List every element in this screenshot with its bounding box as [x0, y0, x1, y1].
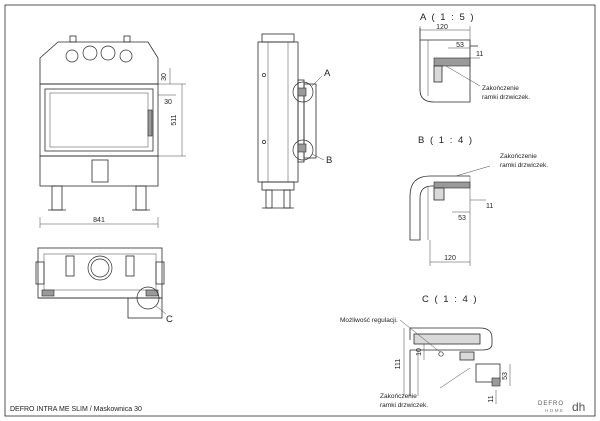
top-slot-right: [125, 255, 135, 277]
side-collar: [261, 33, 295, 43]
top-flue-inner: [90, 258, 110, 278]
front-lug-1: [69, 35, 77, 43]
top-trim-corner: [127, 297, 163, 319]
top-leader-c: [155, 305, 167, 315]
detail-c-trim-box: [475, 363, 501, 383]
front-dim-width: 841: [93, 217, 105, 224]
side-body: [257, 41, 299, 183]
front-base: [39, 155, 159, 187]
detail-a-note-leader: [445, 65, 481, 87]
top-inner: [43, 253, 157, 291]
side-trim: [303, 83, 317, 159]
side-bolt-2: [262, 140, 266, 144]
detail-c-dim-gap: 10: [416, 348, 423, 356]
detail-c-title: C ( 1 : 4 ): [422, 294, 478, 305]
detail-a: A ( 1 : 5 ) 120 53 11 Zakończenie ramki …: [419, 12, 530, 103]
top-side-left: [35, 261, 45, 285]
detail-c-dim-right: 53: [502, 372, 509, 380]
detail-a-title: A ( 1 : 5 ): [420, 12, 475, 23]
detail-c-top-profile: [409, 327, 493, 351]
detail-b-dim-mid: 53: [458, 215, 466, 222]
side-leg-right: [283, 189, 291, 209]
top-outline: [37, 247, 163, 299]
detail-b-dim-small: 11: [486, 203, 493, 210]
detail-a-dim-total: 120: [436, 24, 448, 31]
top-flue-outer: [87, 255, 113, 281]
detail-b-title: B ( 1 : 4 ): [418, 135, 474, 146]
detail-b-dim-total: 120: [444, 255, 456, 262]
sheet-border: [4, 4, 596, 417]
detail-c-note-line1: Zakończenie: [380, 393, 417, 400]
detail-a-profile: [419, 28, 471, 103]
front-dim-side: 30: [164, 99, 172, 106]
front-handle: [147, 109, 153, 137]
side-upper-clip: [297, 87, 307, 97]
side-view: A B: [257, 33, 334, 209]
front-ash-box: [91, 159, 109, 183]
top-side-right: [155, 261, 165, 285]
detail-a-dim-mid: 53: [456, 42, 464, 49]
detail-b-note-line2: ramki drzwiczek.: [500, 162, 548, 169]
detail-a-note-line2: ramki drzwiczek.: [482, 94, 530, 101]
detail-b-frame-bar: [433, 181, 471, 189]
side-base: [261, 181, 295, 191]
front-dim-height: 511: [171, 114, 178, 125]
brand-word: DEFRO: [538, 401, 564, 407]
front-outlet-3: [100, 45, 116, 61]
detail-c-note-line2: ramki drzwiczek.: [380, 402, 428, 409]
top-slot-left: [65, 255, 75, 277]
top-view: C: [35, 247, 174, 325]
side-bolt-1: [262, 73, 266, 77]
side-detail-circle-b: [292, 139, 314, 161]
front-lug-2: [123, 35, 131, 43]
side-marker-b: B: [326, 155, 334, 166]
side-leader-a: [311, 75, 323, 87]
detail-a-frame-bar: [433, 57, 471, 67]
detail-c-dim-height: 111: [395, 359, 402, 370]
front-leg-left: [51, 185, 63, 211]
front-outlet-4: [119, 49, 133, 63]
detail-c-note-reg: Możliwość regulacji.: [340, 317, 398, 324]
top-corner-block-left: [41, 289, 55, 297]
side-detail-circle-a: [292, 81, 314, 103]
brand-logo: DEFRO HOME dh: [538, 400, 585, 414]
front-dim-top: 30: [161, 73, 168, 81]
detail-a-dim-small: 11: [476, 51, 483, 58]
detail-a-clip: [433, 65, 443, 83]
detail-b-note-line1: Zakończenie: [500, 153, 537, 160]
detail-a-note-line1: Zakończenie: [482, 85, 519, 92]
detail-c-hood-lip: [413, 333, 481, 345]
brand-mark: dh: [572, 400, 585, 414]
detail-b-profile: [409, 175, 470, 241]
footer-caption: DEFRO INTRA ME SLIM / Maskownica 30: [10, 406, 142, 413]
brand-sub: HOME: [545, 408, 565, 413]
detail-c-reg-leader: [399, 319, 441, 353]
detail-b: B ( 1 : 4 ) Zakończenie ramki drzwiczek.…: [409, 135, 548, 266]
detail-c-note-leader: [439, 367, 471, 389]
front-outlet-2: [82, 45, 98, 61]
top-marker-c: C: [166, 314, 174, 325]
detail-c-dim-small: 11: [488, 395, 495, 402]
front-leg-right: [135, 185, 147, 211]
front-view: 841 511 30 30: [39, 35, 186, 228]
front-outlet-1: [65, 49, 79, 63]
detail-c-bracket: [459, 351, 475, 361]
front-frame: [39, 83, 159, 157]
side-marker-a: A: [324, 68, 332, 79]
side-leg-left: [265, 189, 273, 209]
front-glass: [49, 92, 149, 148]
detail-c-trim-block: [491, 377, 501, 387]
side-leader-b: [311, 153, 325, 161]
detail-c: C ( 1 : 4 ) 111 10 53 11 Możliwość regul…: [340, 294, 511, 409]
detail-b-clip: [433, 187, 445, 201]
top-detail-circle-c: [136, 286, 160, 310]
side-lower-clip: [297, 143, 307, 153]
front-door: [44, 88, 154, 152]
front-top-hood: [39, 41, 159, 85]
detail-b-note-leader: [455, 165, 491, 177]
detail-c-screw: [438, 351, 444, 357]
